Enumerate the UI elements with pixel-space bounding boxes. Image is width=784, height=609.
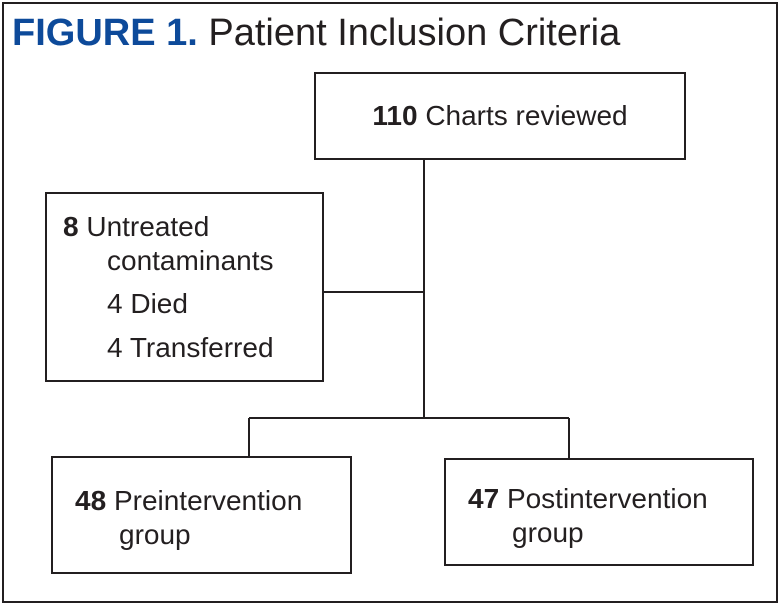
- pre-text-line1: Preintervention: [113, 485, 303, 516]
- excluded-died: 4 Died: [107, 288, 188, 320]
- figure-frame: [2, 2, 778, 603]
- reviewed-count: 110: [372, 100, 418, 132]
- node-excluded: 8 Untreated contaminants 4 Died 4 Transf…: [45, 192, 324, 382]
- excluded-text-line2: contaminants: [107, 244, 274, 276]
- figure-title: FIGURE 1. Patient Inclusion Criteria: [12, 14, 620, 52]
- reviewed-text: Charts reviewed: [425, 100, 628, 132]
- excluded-count: 8: [63, 211, 79, 242]
- pre-text-line2: group: [119, 518, 191, 550]
- excluded-text-line1: Untreated: [86, 211, 210, 242]
- post-count: 47: [468, 483, 500, 514]
- post-text-line2: group: [512, 516, 584, 548]
- excluded-transferred: 4 Transferred: [107, 331, 274, 363]
- post-text-line1: Postintervention: [506, 483, 708, 514]
- node-charts-reviewed: 110 Charts reviewed: [314, 72, 686, 160]
- figure-label: FIGURE 1.: [12, 12, 198, 54]
- node-postintervention: 47 Postintervention group: [444, 458, 754, 566]
- pre-count: 48: [75, 485, 107, 516]
- figure-title-text: Patient Inclusion Criteria: [208, 12, 621, 54]
- node-preintervention: 48 Preintervention group: [51, 456, 352, 574]
